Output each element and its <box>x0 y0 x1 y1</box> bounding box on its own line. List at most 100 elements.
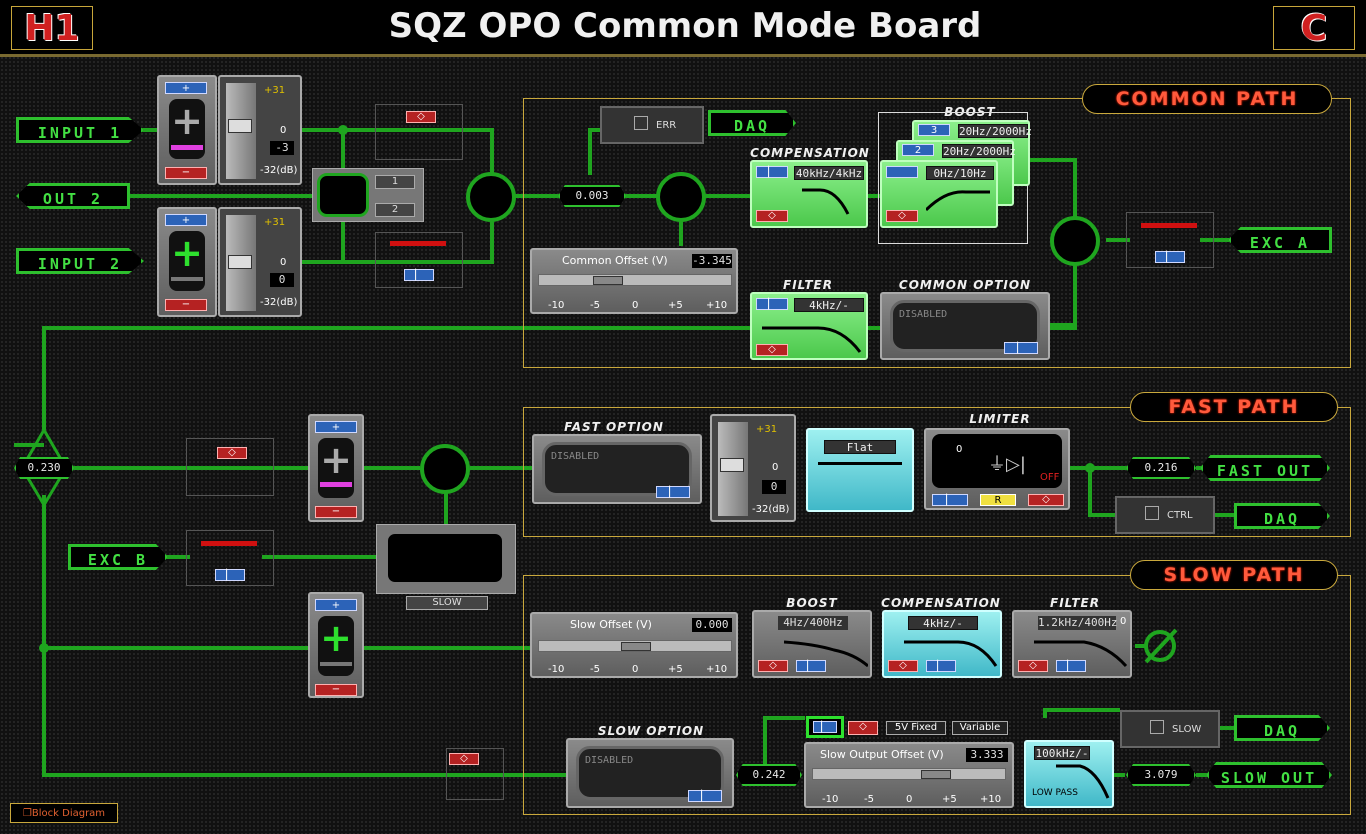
fast-enable-box: ◇ <box>186 438 274 496</box>
input1-port: INPUT 1 <box>16 117 144 143</box>
gain-slider[interactable] <box>718 422 748 516</box>
err-daq-block[interactable]: ERR <box>600 106 704 144</box>
enable-toggle-button[interactable]: ◇ <box>406 111 436 123</box>
polarity-minus-button[interactable]: − <box>165 299 207 311</box>
polarity-minus-button[interactable]: − <box>315 684 357 696</box>
slow-out-port: SLOW OUT <box>1206 762 1332 788</box>
slow-boost-filter[interactable]: 4Hz/400Hz ◇ ▏ <box>752 610 872 678</box>
scale-tick: -10 <box>822 794 839 805</box>
filter-enable-button[interactable]: ▏ <box>756 298 788 310</box>
block-diagram-button[interactable]: ❐Block Diagram <box>10 803 118 823</box>
filter-toggle-button[interactable]: ◇ <box>886 210 918 222</box>
slow-option-title: SLOW OPTION <box>597 724 705 738</box>
option-enable-button[interactable]: ▏ <box>656 486 690 498</box>
ifo-badge[interactable]: H1 <box>11 6 93 50</box>
slow-compensation-value: 4kHz/- <box>908 616 978 630</box>
polarity-plus-button[interactable]: + <box>165 214 207 226</box>
slow-filter[interactable]: 1.2kHz/400Hz 0 ◇ ▏ <box>1012 610 1132 678</box>
slow-mid-readback: 0.242 <box>736 764 802 786</box>
slow-compensation-filter[interactable]: 4kHz/- ◇ ▏ <box>882 610 1002 678</box>
switch-path <box>317 173 369 217</box>
enable-toggle-button[interactable]: ▏ <box>404 269 434 281</box>
filter-enable-button[interactable]: ▏ <box>1056 660 1086 672</box>
limiter-panel: 0 ⏚▷| OFF ▏ R ◇ <box>924 428 1070 510</box>
filter-enable-button[interactable]: ▏ <box>926 660 956 672</box>
boost-stage-button[interactable]: 2 <box>902 144 934 156</box>
fast-split-readback: 0.230 <box>14 457 74 479</box>
fast-gain-value: 0 <box>762 480 786 494</box>
enable-toggle-button[interactable]: ▏ <box>215 569 245 581</box>
low-pass-filter[interactable]: 100kHz/- LOW PASS <box>1024 740 1114 808</box>
common-filter[interactable]: ▏ 4kHz/- ◇ <box>750 292 868 360</box>
fast-polarity-panel: + + − <box>308 414 364 522</box>
plus-icon: + <box>318 616 354 676</box>
gain-min-label: -32(dB) <box>260 165 298 176</box>
switch-path <box>385 531 505 585</box>
gain-min-label: -32(dB) <box>260 297 298 308</box>
slow-output-offset-slider[interactable] <box>812 768 1006 780</box>
slow-polarity-panel: + + − <box>308 592 364 698</box>
enable-toggle-button[interactable]: ◇ <box>217 447 247 459</box>
common-offset-slider[interactable] <box>538 274 732 286</box>
slow-daq-block[interactable]: SLOW <box>1120 710 1220 748</box>
scale-tick: +10 <box>706 664 728 675</box>
slow-offset-slider[interactable] <box>538 640 732 652</box>
flat-filter[interactable]: Flat <box>806 428 914 512</box>
scale-tick: +5 <box>942 794 957 805</box>
gain-slider[interactable] <box>226 215 256 311</box>
filter-title: FILTER <box>783 278 833 292</box>
compensation-filter[interactable]: ▏ 40kHz/4kHz ◇ <box>750 160 868 228</box>
filter-enable-button[interactable]: ▏ <box>796 660 826 672</box>
filter-toggle-button[interactable]: ◇ <box>888 660 918 672</box>
option-enable-button[interactable]: ▏ <box>688 790 722 802</box>
gain-slider[interactable] <box>226 83 256 179</box>
fixed-select-button[interactable]: ▏ <box>813 721 837 733</box>
filter-shape-icon <box>904 640 998 667</box>
polarity-plus-button[interactable]: + <box>315 421 357 433</box>
out2-port: OUT 2 <box>16 183 130 209</box>
limiter-enable-button[interactable]: ▏ <box>932 494 968 506</box>
filter-toggle-button[interactable]: ◇ <box>756 344 788 356</box>
limiter-title: LIMITER <box>969 412 1031 426</box>
compensation-value: 40kHz/4kHz <box>794 166 864 180</box>
limiter-off: OFF <box>1040 472 1060 483</box>
boost-stage-button[interactable] <box>886 166 918 178</box>
filter-toggle-button[interactable]: ◇ <box>1018 660 1048 672</box>
common-path-frame <box>523 98 1351 368</box>
variable-select-button[interactable]: ◇ <box>848 721 878 735</box>
filter-toggle-button[interactable]: ◇ <box>756 210 788 222</box>
scale-tick: 0 <box>632 664 639 675</box>
boost-stage-button[interactable]: 3 <box>918 124 950 136</box>
slow-path-title: SLOW PATH <box>1130 560 1338 590</box>
polarity-plus-button[interactable]: + <box>165 82 207 94</box>
switch-2-button[interactable]: 2 <box>375 203 415 217</box>
enable-toggle-button[interactable]: ◇ <box>449 753 479 765</box>
slow-filter-value: 1.2kHz/400Hz <box>1038 616 1118 630</box>
boost-stage-value: 20Hz/2000Hz <box>942 144 1016 158</box>
polarity-minus-button[interactable]: − <box>165 167 207 179</box>
option-enable-button[interactable]: ▏ <box>1004 342 1038 354</box>
boost-stage-1[interactable]: 0Hz/10Hz ◇ <box>880 160 998 228</box>
polarity-minus-button[interactable]: − <box>315 506 357 518</box>
fast-summing-junction <box>420 444 470 494</box>
daq-icon <box>1150 720 1164 734</box>
polarity-indicator <box>320 662 352 666</box>
gain-max-label: +31 <box>756 424 778 435</box>
limiter-reset-button[interactable]: R <box>980 494 1016 506</box>
err-label: ERR <box>656 120 677 131</box>
ctrl-daq-block[interactable]: CTRL <box>1115 496 1215 534</box>
limiter-toggle-button[interactable]: ◇ <box>1028 494 1064 506</box>
enable-toggle-button[interactable]: ▏ <box>1155 251 1185 263</box>
common-badge[interactable]: C <box>1273 6 1355 50</box>
filter-shape-icon <box>784 640 868 668</box>
flat-response-line <box>818 462 902 465</box>
filter-enable-button[interactable]: ▏ <box>756 166 788 178</box>
fast-out-port: FAST OUT <box>1200 455 1330 481</box>
filter-toggle-button[interactable]: ◇ <box>758 660 788 672</box>
polarity-plus-button[interactable]: + <box>315 599 357 611</box>
slow-select-button[interactable]: SLOW <box>406 596 488 610</box>
scale-tick: -10 <box>548 664 565 675</box>
fast-path-title: FAST PATH <box>1130 392 1338 422</box>
switch-1-button[interactable]: 1 <box>375 175 415 189</box>
